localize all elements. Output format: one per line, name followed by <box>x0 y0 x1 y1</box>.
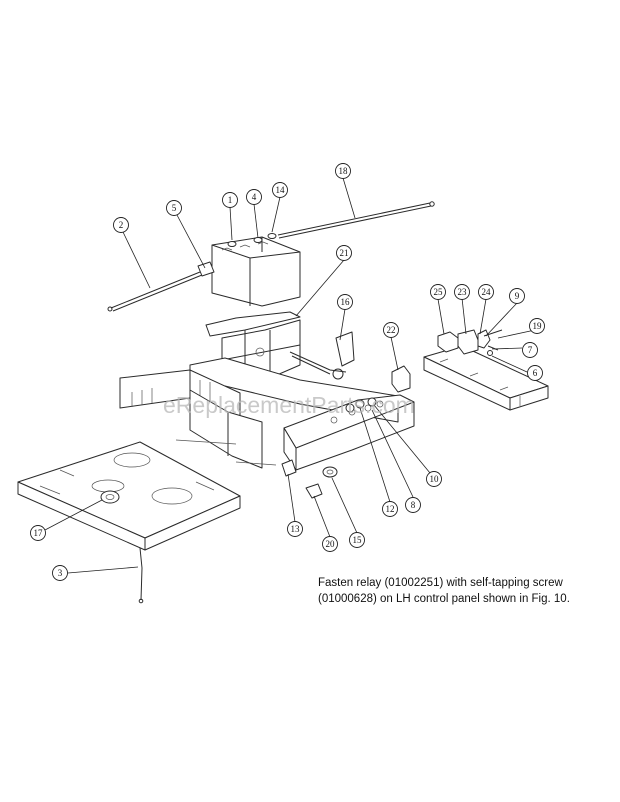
watermark-text: eReplacementParts.com <box>163 392 415 418</box>
wire-3 <box>138 547 144 604</box>
callout-15: 15 <box>349 532 365 548</box>
battery-cable-positive <box>277 201 435 239</box>
svg-text:23: 23 <box>458 287 468 297</box>
switch-bracket-22 <box>391 365 411 393</box>
right-frame-rail <box>423 345 549 411</box>
callout-7: 7 <box>522 342 538 358</box>
svg-text:7: 7 <box>528 345 533 355</box>
svg-text:12: 12 <box>386 504 395 514</box>
svg-text:25: 25 <box>434 287 444 297</box>
connector-12-8-10 <box>345 397 377 413</box>
note-line-1: Fasten relay (01002251) with self-tappin… <box>318 577 563 589</box>
linkage-rod-16 <box>289 331 355 380</box>
callout-18: 18 <box>335 163 351 179</box>
svg-text:20: 20 <box>326 539 336 549</box>
callout-12: 12 <box>382 501 398 517</box>
callout-1: 1 <box>222 192 238 208</box>
callout-9: 9 <box>509 288 525 304</box>
svg-text:1: 1 <box>228 195 233 205</box>
svg-text:18: 18 <box>339 166 349 176</box>
svg-text:16: 16 <box>341 297 351 307</box>
callout-24: 24 <box>478 284 494 300</box>
grommet-15 <box>322 466 338 478</box>
switch-13 <box>281 459 297 477</box>
callout-5: 5 <box>166 200 182 216</box>
relay-cluster <box>437 329 503 356</box>
svg-text:13: 13 <box>291 524 301 534</box>
svg-text:8: 8 <box>411 500 416 510</box>
clip-20 <box>305 483 323 499</box>
svg-text:6: 6 <box>533 368 538 378</box>
callout-14: 14 <box>272 182 288 198</box>
callout-20: 20 <box>322 536 338 552</box>
callout-25: 25 <box>430 284 446 300</box>
svg-text:2: 2 <box>119 220 124 230</box>
svg-text:4: 4 <box>252 192 257 202</box>
callout-16: 16 <box>337 294 353 310</box>
svg-text:10: 10 <box>430 474 440 484</box>
svg-text:5: 5 <box>172 203 177 213</box>
callout-3: 3 <box>52 565 68 581</box>
svg-text:17: 17 <box>34 528 44 538</box>
callout-21: 21 <box>336 245 352 261</box>
svg-text:9: 9 <box>515 291 520 301</box>
callout-13: 13 <box>287 521 303 537</box>
callout-4: 4 <box>246 189 262 205</box>
callout-8: 8 <box>405 497 421 513</box>
callout-17: 17 <box>30 525 46 541</box>
svg-text:21: 21 <box>340 248 349 258</box>
assembly-note: Fasten relay (01002251) with self-tappin… <box>318 576 618 607</box>
callout-10: 10 <box>426 471 442 487</box>
battery <box>211 233 301 307</box>
fuel-cap-17 <box>100 490 120 504</box>
callout-19: 19 <box>529 318 545 334</box>
leader-lines <box>44 177 536 574</box>
note-line-2: (01000628) on LH control panel shown in … <box>318 592 570 605</box>
battery-cable-negative <box>107 261 215 312</box>
callout-22: 22 <box>383 322 399 338</box>
deck-plate <box>17 441 241 551</box>
callout-6: 6 <box>527 365 543 381</box>
svg-text:3: 3 <box>58 568 63 578</box>
callout-2: 2 <box>113 217 129 233</box>
svg-text:24: 24 <box>482 287 492 297</box>
callout-23: 23 <box>454 284 470 300</box>
svg-text:22: 22 <box>387 325 396 335</box>
svg-text:14: 14 <box>276 185 286 195</box>
svg-text:19: 19 <box>533 321 543 331</box>
svg-text:15: 15 <box>353 535 363 545</box>
